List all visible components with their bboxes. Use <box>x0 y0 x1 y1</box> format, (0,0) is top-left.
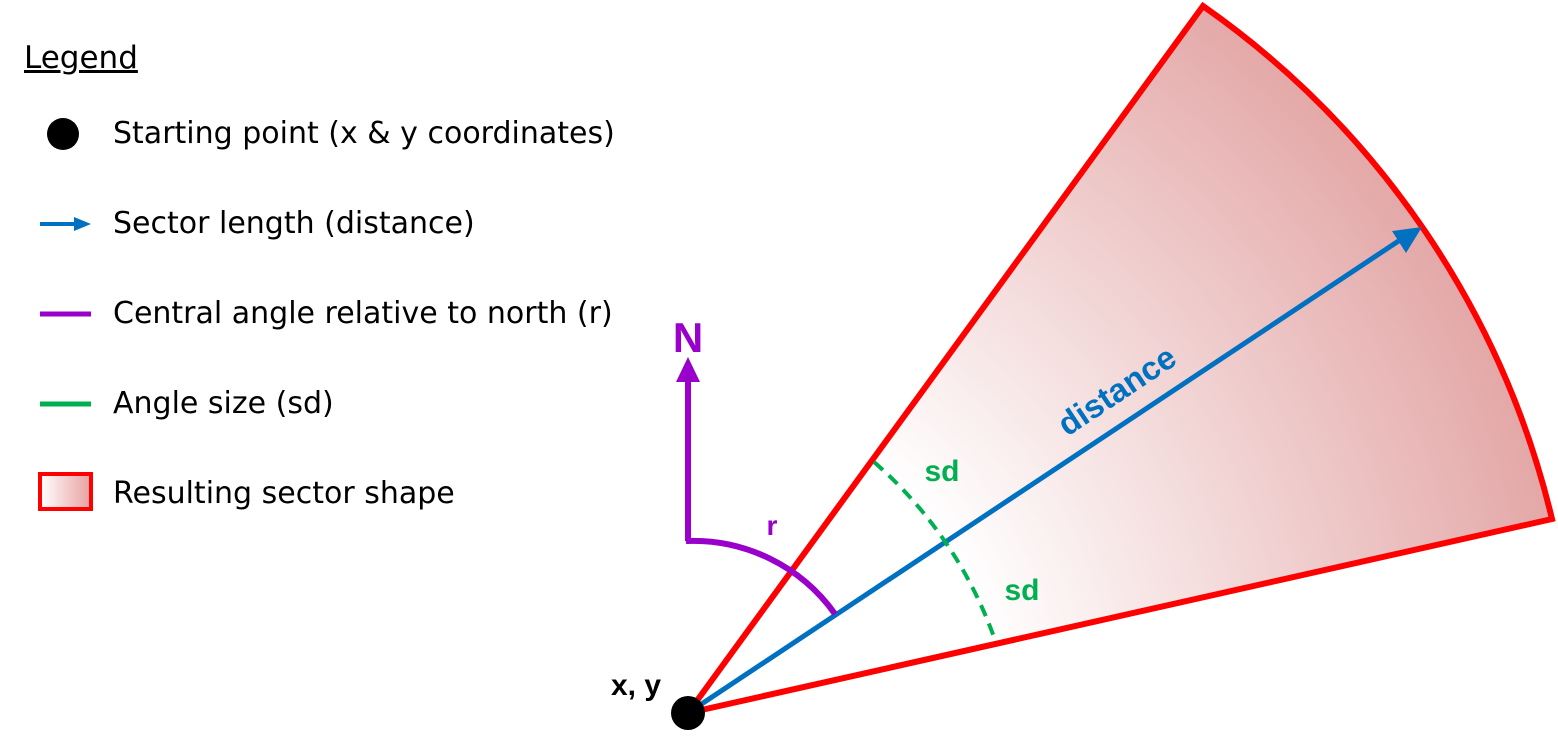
central-angle-label: r <box>767 510 778 541</box>
legend-item-distance: Sector length (distance) <box>34 199 654 249</box>
black-dot-icon <box>47 118 79 150</box>
legend-label-angle-size: Angle size (sd) <box>113 386 334 421</box>
starting-point-dot <box>671 696 705 730</box>
purple-line-icon <box>40 311 91 317</box>
angle-size-label-upper: sd <box>924 455 959 488</box>
north-label: N <box>673 314 703 361</box>
distance-arrowhead <box>1392 227 1422 253</box>
central-angle-arc <box>685 537 838 616</box>
legend-title: Legend <box>24 40 138 76</box>
distance-arrow-line <box>686 237 1402 716</box>
angle-size-label-lower: sd <box>1004 574 1039 607</box>
legend-item-angle-size: Angle size (sd) <box>34 379 654 429</box>
north-arrowhead <box>676 357 700 382</box>
origin-label: x, y <box>611 669 661 702</box>
legend: Legend Starting point (x & y coordinates… <box>0 0 650 738</box>
angle-size-arc <box>872 460 997 641</box>
green-dashed-line-icon <box>40 401 91 407</box>
legend-item-central-angle: Central angle relative to north (r) <box>34 289 654 339</box>
legend-label-sector-shape: Resulting sector shape <box>113 476 455 511</box>
legend-label-starting-point: Starting point (x & y coordinates) <box>113 116 615 151</box>
legend-label-central-angle: Central angle relative to north (r) <box>113 296 613 331</box>
legend-item-sector-shape: Resulting sector shape <box>34 469 654 519</box>
sector-swatch-icon <box>38 472 93 511</box>
legend-label-distance: Sector length (distance) <box>113 206 475 241</box>
sector-shape <box>680 1 1556 718</box>
legend-item-starting-point: Starting point (x & y coordinates) <box>34 109 654 159</box>
blue-arrow-icon <box>40 217 91 231</box>
